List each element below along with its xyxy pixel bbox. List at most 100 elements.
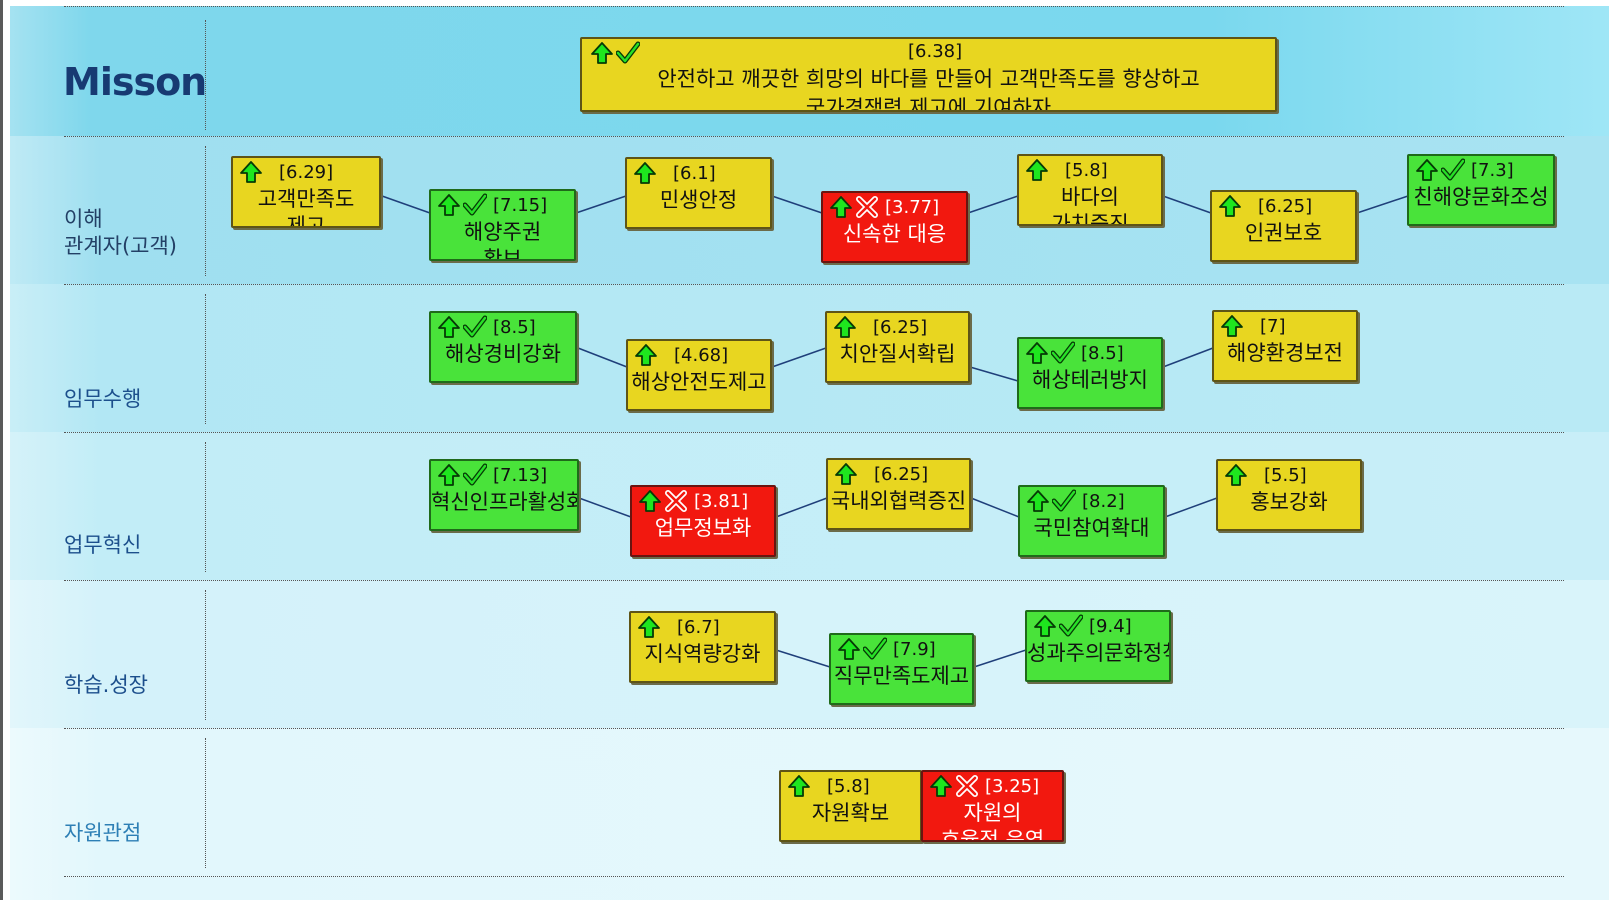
connector-line: [381, 195, 431, 214]
strategy-box-b12[interactable]: [7] 해양환경보전: [1212, 310, 1358, 382]
row-label-mission-execution: 임무수행: [64, 387, 142, 411]
strategy-box-b9[interactable]: [4.68]해상안전도제고: [626, 339, 772, 411]
box-score: [6.7]: [677, 616, 720, 638]
box-label-line: 업무정보화: [654, 516, 752, 540]
box-label-line: 홍보강화: [1250, 490, 1328, 514]
box-header: [6.25]: [1218, 194, 1312, 218]
box-label-line: 국내외협력증진: [830, 489, 967, 513]
box-header: [8.2]: [1026, 489, 1125, 513]
box-score: [5.5]: [1264, 464, 1307, 486]
box-label: 업무정보화: [632, 515, 774, 542]
box-label-line: 해양주권: [463, 220, 542, 244]
box-label-line: 바다의: [1061, 185, 1119, 209]
up-arrow-icon: [930, 775, 952, 797]
box-label: 치안질서확립: [827, 341, 968, 368]
x-mark-icon: [856, 196, 878, 218]
box-header: [7.15]: [437, 193, 547, 217]
box-header: [7.3]: [1415, 158, 1514, 182]
box-score: [3.81]: [694, 490, 749, 512]
box-score: [9.4]: [1089, 615, 1132, 637]
strategy-box-b15[interactable]: [6.25] 국내외협력증진: [826, 458, 971, 530]
strategy-box-b18[interactable]: [6.7] 지식역량강화: [629, 611, 776, 683]
box-header: [6.25]: [833, 315, 927, 339]
box-label: 해양환경보전: [1214, 340, 1356, 367]
connector-line: [577, 347, 628, 368]
box-header: [7.9]: [837, 637, 936, 661]
box-label-line: 제고: [286, 214, 326, 228]
box-label-line: 해양환경보전: [1227, 341, 1343, 365]
strategy-box-b16[interactable]: [8.2] 국민참여확대: [1018, 485, 1165, 557]
left-border: [0, 0, 3, 900]
column-divider: [205, 442, 206, 572]
check-icon: [863, 637, 887, 660]
box-label-line: 확보: [483, 247, 522, 261]
connector-line: [1162, 347, 1214, 368]
box-header: [5.8]: [1025, 158, 1108, 182]
box-label: 혁신인프라활성화: [431, 489, 577, 516]
check-icon: [463, 315, 487, 338]
box-label-line: 가치증진: [1051, 212, 1129, 226]
box-label: 해상테러방지: [1019, 367, 1161, 394]
box-label: 해상경비강화: [431, 341, 575, 368]
divider: [64, 6, 1564, 7]
box-label-line: 해상테러방지: [1032, 368, 1148, 392]
column-divider: [205, 146, 206, 276]
box-header: [7.13]: [437, 463, 547, 487]
mission-box[interactable]: [6.38] 안전하고 깨끗한 희망의 바다를 만들어 고객만족도를 향상하고 …: [580, 37, 1277, 112]
up-arrow-icon: [438, 194, 460, 216]
box-header: [8.5]: [437, 315, 536, 339]
check-icon: [1059, 614, 1083, 637]
box-label-line: 국민참여확대: [1033, 516, 1150, 540]
box-label-line: 혁신인프라활성화: [431, 490, 579, 514]
box-label: 해상안전도제고: [628, 369, 770, 396]
strategy-box-b14[interactable]: [3.81] 업무정보화: [630, 485, 776, 557]
box-header: [6.7]: [637, 615, 720, 639]
mission-text-line: 안전하고 깨끗한 희망의 바다를 만들어 고객만족도를 향상하고: [657, 67, 1200, 91]
up-arrow-icon: [1034, 615, 1056, 637]
up-arrow-icon: [1416, 159, 1438, 181]
box-label-line: 지식역량강화: [644, 642, 761, 666]
connector-line: [967, 195, 1019, 214]
strategy-box-b4[interactable]: [3.77]신속한 대응: [821, 191, 968, 263]
up-arrow-icon: [639, 490, 661, 512]
row-label-resources: 자원관점: [64, 821, 142, 845]
up-arrow-icon: [830, 196, 852, 218]
box-score: [6.25]: [874, 463, 929, 485]
row-label-line: 관계자(고객): [64, 234, 177, 258]
strategy-box-b20[interactable]: [9.4]성과주의문화정착: [1025, 610, 1171, 682]
column-divider: [205, 294, 206, 424]
box-label: 민생안정: [627, 187, 770, 214]
box-header: [9.4]: [1033, 614, 1132, 638]
box-header: [3.77]: [829, 195, 939, 219]
strategy-box-b17[interactable]: [5.5] 홍보강화: [1216, 459, 1362, 531]
box-label: 국내외협력증진: [828, 488, 969, 515]
strategy-box-b6[interactable]: [6.25] 인권보호: [1210, 190, 1357, 262]
strategy-box-b11[interactable]: [8.5]해상테러방지: [1017, 337, 1163, 409]
divider: [64, 136, 1564, 137]
strategy-box-b7[interactable]: [7.3]친해양문화조성: [1407, 154, 1555, 226]
strategy-box-b3[interactable]: [6.1]민생안정: [625, 157, 772, 229]
box-header: [7]: [1220, 314, 1286, 338]
column-divider: [205, 590, 206, 720]
up-arrow-icon: [638, 616, 660, 638]
strategy-box-b10[interactable]: [6.25] 치안질서확립: [825, 311, 970, 383]
box-score: [5.8]: [1065, 159, 1108, 181]
box-label-line: 인권보호: [1244, 221, 1323, 245]
box-header: [6.1]: [633, 161, 716, 185]
connector-line: [578, 497, 632, 518]
connector-line: [1164, 497, 1218, 518]
strategy-box-b13[interactable]: [7.13] 혁신인프라활성화: [429, 459, 579, 531]
box-score: [8.2]: [1082, 490, 1125, 512]
box-label: 국민참여확대: [1020, 515, 1163, 542]
strategy-box-b21[interactable]: [5.8]자원확보: [779, 770, 922, 842]
strategy-box-b19[interactable]: [7.9]직무만족도제고: [829, 633, 974, 705]
strategy-box-b8[interactable]: [8.5]해상경비강화: [429, 311, 577, 383]
up-arrow-icon: [1026, 159, 1048, 181]
box-label-line: 치안질서확립: [839, 342, 956, 366]
